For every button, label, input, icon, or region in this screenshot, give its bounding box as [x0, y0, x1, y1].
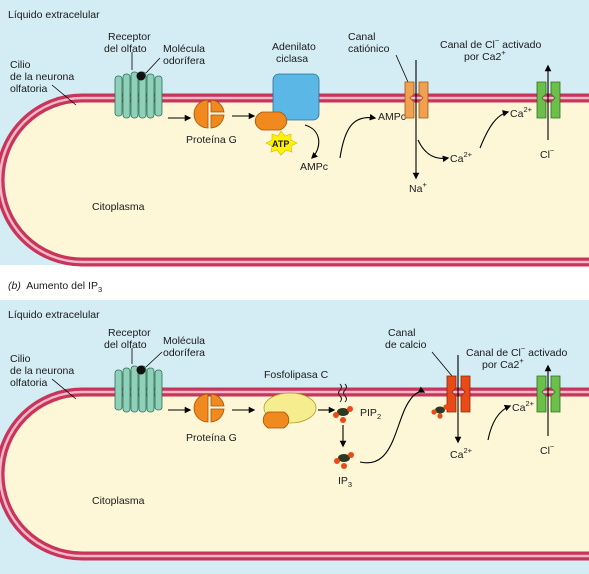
- membrane-inner-line: [0, 96, 589, 264]
- cl-channel-label-b: Canal de Cl− activado por Ca2+: [466, 344, 570, 371]
- pip2-molecule: [333, 383, 353, 423]
- extracellular-label: Líquido extracelular: [8, 9, 100, 21]
- ca-label-2: Ca2+: [510, 105, 533, 120]
- ca-label-b2: Ca2+: [512, 399, 535, 414]
- receptor-label-b: Receptor del olfato: [104, 327, 154, 351]
- odorant-molecule-b: [136, 365, 146, 375]
- ip3-bound: [431, 404, 449, 419]
- calcium-channel-label: Canal de calcio: [385, 327, 427, 351]
- odorant-label-b: Molécula odorífera: [163, 335, 208, 359]
- olfactory-receptor: [114, 71, 163, 119]
- cation-channel-label: Canal catiónico: [348, 31, 390, 55]
- membrane-inner-line-b: [0, 390, 589, 558]
- atp-label: ATP: [272, 139, 289, 149]
- cytoplasm-label: Citoplasma: [92, 201, 145, 213]
- phospholipase-label: Fosfolipasa C: [264, 369, 329, 381]
- atp-burst: [265, 130, 298, 156]
- cilium-label: Cilio de la neurona olfatoria: [10, 59, 77, 95]
- g-protein-label-b: Proteína G: [186, 432, 237, 444]
- g-protein-b: [193, 393, 225, 423]
- odorant-molecule: [136, 71, 146, 81]
- cl-label: Cl−: [540, 146, 555, 161]
- cl-channel-label: Canal de Cl− activado por Ca2+: [440, 36, 544, 63]
- na-label: Na+: [409, 180, 427, 195]
- panel-b: Líquido extracelular Receptor del olfato…: [0, 300, 589, 574]
- g-protein-alpha-subunit-b: [262, 411, 290, 429]
- ca-label-b1: Ca2+: [450, 446, 473, 461]
- olfactory-receptor-b: [114, 365, 163, 413]
- cation-channel: [404, 81, 429, 119]
- ip3-label: IP3: [338, 475, 352, 489]
- cytoplasm-label-b: Citoplasma: [92, 495, 145, 507]
- cl-channel: [536, 81, 561, 119]
- panel-b-caption: (b) Aumento del IP3: [8, 280, 102, 294]
- g-protein-label: Proteína G: [186, 134, 237, 146]
- cl-label-b: Cl−: [540, 442, 555, 457]
- extracellular-label-b: Líquido extracelular: [8, 309, 100, 321]
- calcium-channel: [446, 375, 471, 413]
- cilium-label-b: Cilio de la neurona olfatoria: [10, 353, 77, 389]
- cilium-body-b: [0, 392, 589, 556]
- panel-a: Líquido extracelular Receptor del olfato…: [0, 0, 589, 267]
- cilium-body: [0, 98, 589, 262]
- ip3-molecule: [334, 452, 354, 469]
- adenylate-cyclase-label: Adenilato ciclasa: [272, 41, 319, 65]
- campc-label-2: AMPc: [378, 111, 406, 123]
- pip2-label: PIP2: [360, 407, 381, 421]
- adenylate-cyclase: [272, 73, 320, 121]
- campc-label-1: AMPc: [300, 161, 328, 173]
- g-protein-alpha-subunit: [254, 111, 288, 131]
- ca-label-1: Ca2+: [450, 150, 473, 165]
- odorant-label: Molécula odorífera: [163, 43, 208, 67]
- receptor-label: Receptor del olfato: [104, 31, 154, 55]
- g-protein: [193, 99, 225, 129]
- cl-channel-b: [536, 375, 561, 413]
